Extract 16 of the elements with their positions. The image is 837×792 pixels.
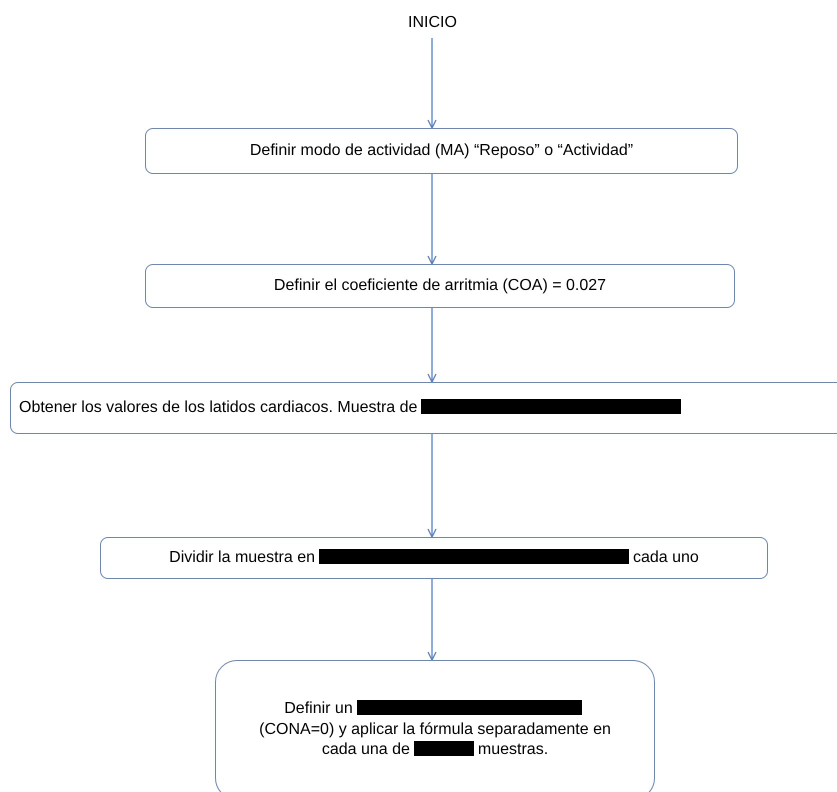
step-text: Dividir la muestra en cada uno [169, 548, 699, 568]
process-box [100, 537, 768, 579]
process-box [145, 264, 735, 308]
start-label: INICIO [408, 12, 457, 33]
step-text: Definir un (CONA=0) y aplicar la fórmula separadamente en cada una de muestras. [258, 698, 612, 760]
arrow [427, 174, 437, 265]
process-box [10, 382, 837, 434]
arrow [427, 38, 437, 129]
step-text: Obtener los valores de los latidos cardiacos. Muestra de [19, 398, 686, 418]
step-text: Definir el coeficiente de arritmia (COA) = 0.027 [274, 276, 606, 296]
arrow [427, 308, 437, 383]
step-text: Definir modo de actividad (MA) “Reposo” o “Actividad” [250, 140, 634, 161]
arrow [427, 434, 437, 538]
process-box [215, 660, 655, 792]
process-box [145, 128, 738, 174]
arrow [427, 579, 437, 661]
